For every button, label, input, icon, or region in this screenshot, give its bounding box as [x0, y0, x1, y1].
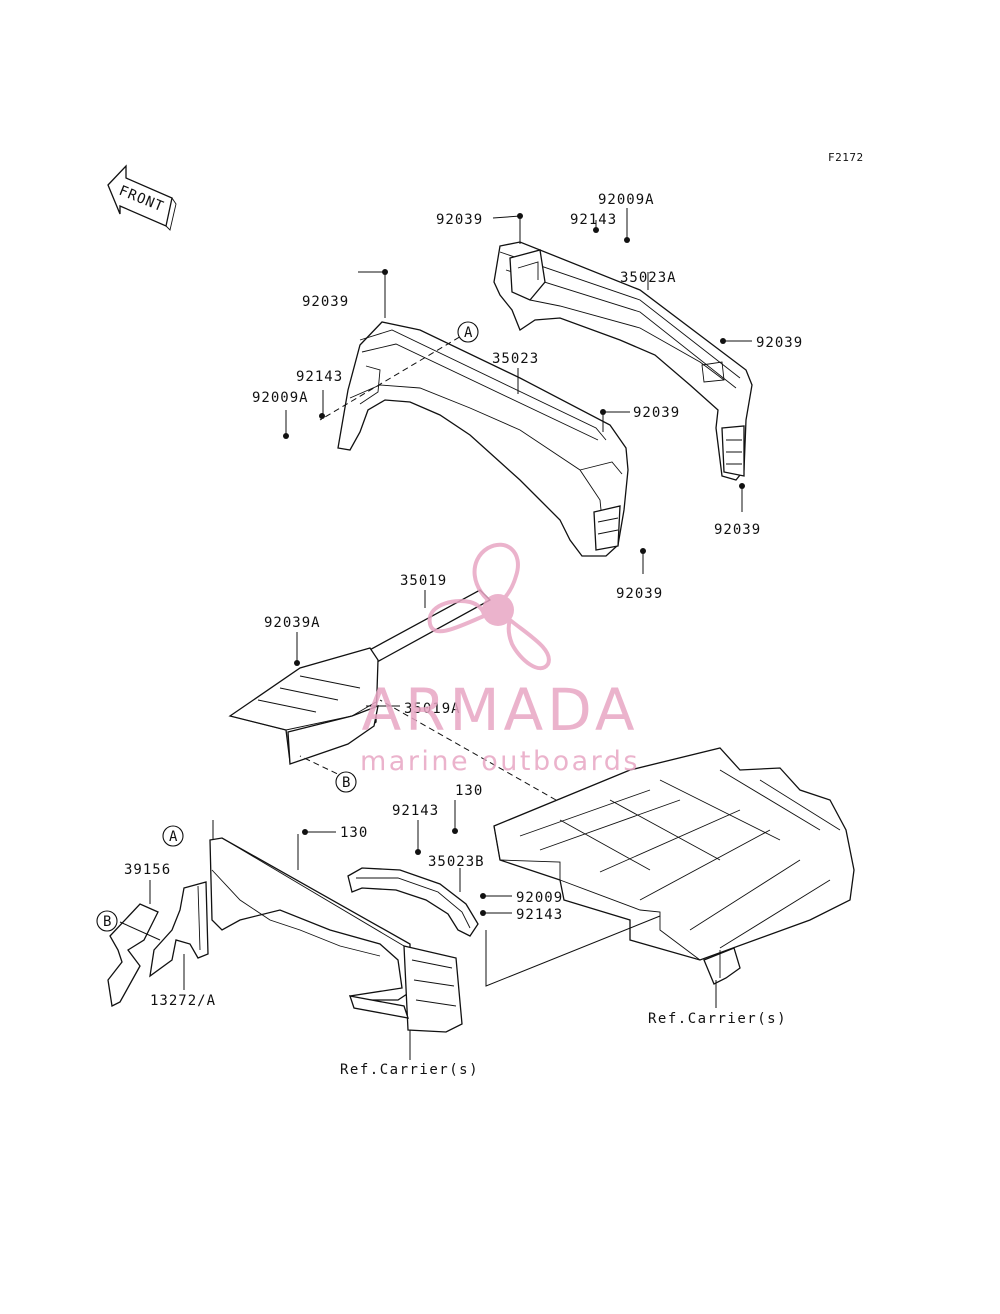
part-label-92039: 92039 — [616, 586, 663, 602]
callout-a-upper: A — [457, 321, 479, 343]
part-label-92039: 92039 — [714, 522, 761, 538]
part-label-92143: 92143 — [392, 803, 439, 819]
front-arrow-icon: FRONT — [107, 164, 177, 231]
leader-lines — [149, 208, 752, 1060]
part-label-92143: 92143 — [516, 907, 563, 923]
part-label-92009a: 92009A — [598, 192, 655, 208]
svg-text:B: B — [103, 914, 112, 930]
part-label-92039a: 92039A — [264, 615, 321, 631]
part-label-35023a: 35023A — [620, 270, 677, 286]
part-label-13272a: 13272/A — [150, 993, 216, 1009]
armada-watermark: ARMADA marine outboards — [360, 542, 640, 777]
rear-fender-35023a — [493, 241, 753, 481]
part-label-130: 130 — [455, 783, 483, 799]
ref-carrier-label: Ref.Carrier(s) — [648, 1011, 787, 1027]
part-label-35019: 35019 — [400, 573, 447, 589]
part-label-92143: 92143 — [570, 212, 617, 228]
part-label-92039: 92039 — [436, 212, 483, 228]
side-panel-assembly — [107, 837, 479, 1033]
svg-text:A: A — [169, 829, 178, 845]
figure-code: F2172 — [828, 151, 864, 164]
part-label-92039: 92039 — [756, 335, 803, 351]
svg-text:A: A — [464, 325, 473, 341]
watermark-tagline: marine outboards — [360, 746, 640, 777]
cargo-bed-floor — [493, 747, 855, 985]
ref-carrier-label: Ref.Carrier(s) — [340, 1062, 479, 1078]
part-label-35023: 35023 — [492, 351, 539, 367]
callout-a-lower: A — [162, 825, 184, 847]
part-label-92009a: 92009A — [252, 390, 309, 406]
part-label-92039: 92039 — [302, 294, 349, 310]
propeller-logo-icon — [427, 542, 551, 671]
part-label-39156: 39156 — [124, 862, 171, 878]
part-label-35019a: 35019A — [404, 701, 461, 717]
part-label-92143: 92143 — [296, 369, 343, 385]
svg-text:B: B — [342, 775, 351, 791]
callout-b-lower: B — [96, 910, 118, 932]
part-label-92009: 92009 — [516, 890, 563, 906]
part-label-130: 130 — [340, 825, 368, 841]
part-label-92039: 92039 — [633, 405, 680, 421]
callout-b-upper: B — [335, 771, 357, 793]
washer-marker — [319, 413, 325, 419]
fender-35023 — [337, 321, 629, 557]
panel-35019 — [228, 589, 492, 765]
watermark-brand: ARMADA — [361, 676, 638, 744]
part-label-35023b: 35023B — [428, 854, 485, 870]
guide-lines — [119, 331, 661, 987]
